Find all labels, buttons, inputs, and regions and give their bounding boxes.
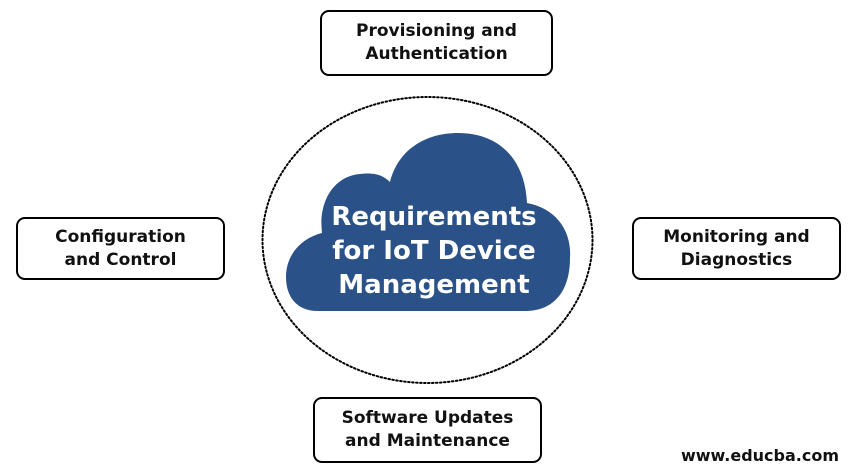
node-label: Provisioning and Authentication (356, 21, 517, 64)
node-configuration-control: Configuration and Control (16, 217, 225, 280)
node-label: Software Updates and Maintenance (341, 408, 514, 451)
node-software-updates-maintenance: Software Updates and Maintenance (313, 397, 542, 463)
center-title: Requirements for IoT Device Management (331, 202, 537, 300)
node-provisioning-authentication: Provisioning and Authentication (320, 10, 553, 76)
dotted-orbit-circle (261, 96, 594, 384)
node-label: Configuration and Control (55, 226, 186, 270)
cloud-shape (286, 133, 571, 311)
node-label: Monitoring and Diagnostics (663, 226, 810, 270)
watermark: www.educba.com (680, 446, 839, 465)
node-monitoring-diagnostics: Monitoring and Diagnostics (632, 217, 841, 280)
